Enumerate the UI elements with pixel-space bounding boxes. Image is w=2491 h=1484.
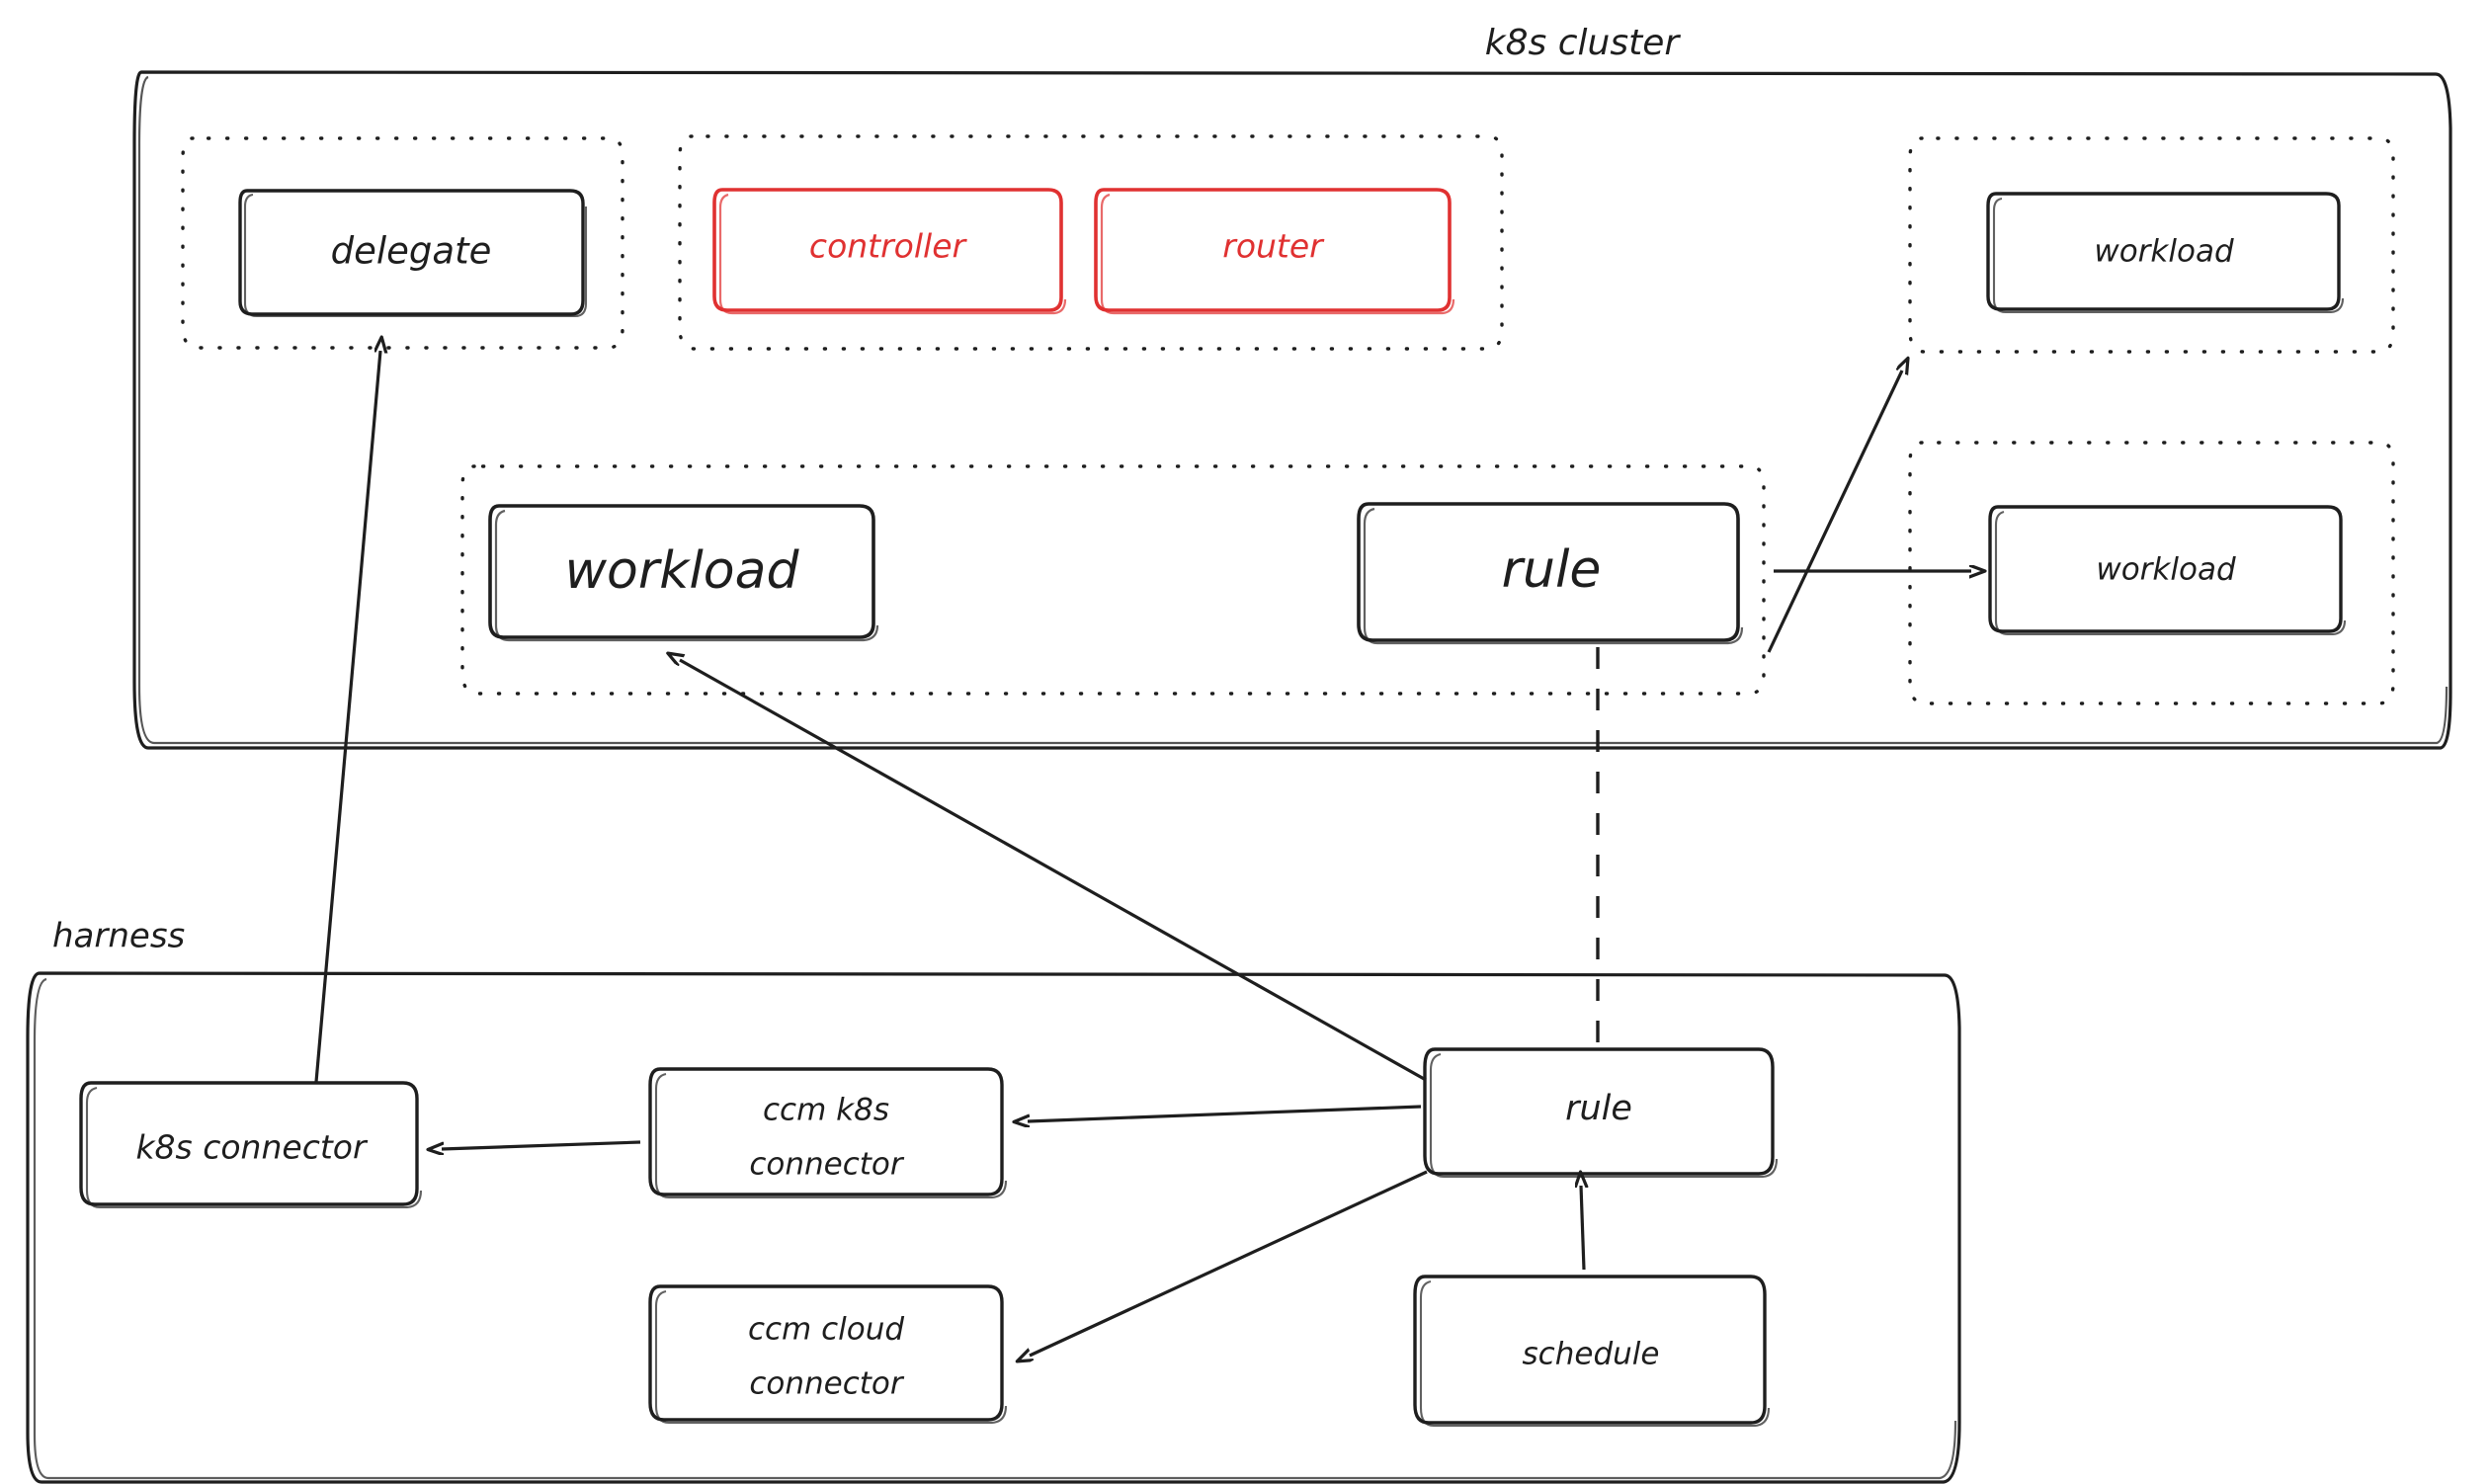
workload-bottom-right-group xyxy=(1908,441,2395,705)
workload-top-right-node[interactable]: workload xyxy=(1986,192,2345,314)
schedule-node[interactable]: schedule xyxy=(1413,1275,1771,1428)
edge-harness-rule-to-ccm-k8s xyxy=(1028,1105,1422,1121)
delegate-node[interactable]: delegate xyxy=(238,189,588,318)
workload-bottom-right-node[interactable]: workload xyxy=(1988,505,2347,636)
ccm-k8s-connector-label-line1: ccm k8s xyxy=(763,1093,889,1128)
workload-top-right-label: workload xyxy=(2094,234,2234,270)
workload-main-node[interactable]: workload xyxy=(488,504,879,642)
schedule-label: schedule xyxy=(1523,1337,1660,1372)
ccm-cloud-connector-node[interactable]: ccm cloud connector xyxy=(648,1284,1008,1425)
edge-k8s-rule-to-workload-topright xyxy=(1767,371,1902,653)
router-node[interactable]: router xyxy=(1094,188,1455,315)
ccm-cloud-connector-label-line1: ccm cloud xyxy=(748,1312,904,1348)
workload-bottom-right-label: workload xyxy=(2096,552,2236,588)
harness-container xyxy=(26,971,1961,1484)
k8s-rule-node[interactable]: rule xyxy=(1357,502,1744,645)
k8s-connector-label: k8s connector xyxy=(135,1128,369,1167)
harness-label: harness xyxy=(52,917,185,956)
workload-top-right-group xyxy=(1908,136,2395,354)
ccm-k8s-connector-label-line2: connector xyxy=(749,1147,905,1183)
edge-harness-rule-to-k8s-workload xyxy=(680,660,1427,1082)
workload-rule-group xyxy=(460,464,1766,696)
router-label: router xyxy=(1222,227,1325,266)
controller-label: controller xyxy=(809,227,968,266)
harness-rule-node[interactable]: rule xyxy=(1423,1047,1779,1179)
ccm-k8s-connector-node[interactable]: ccm k8s connector xyxy=(648,1067,1008,1199)
k8s-cluster-container xyxy=(132,70,2452,750)
edge-harness-rule-to-ccm-cloud xyxy=(1030,1170,1428,1356)
edge-schedule-to-harness-rule xyxy=(1581,1186,1584,1271)
delegate-label: delegate xyxy=(331,230,492,273)
workload-main-label: workload xyxy=(565,541,800,601)
controller-router-group xyxy=(678,134,1504,351)
ccm-cloud-connector-label-line2: connector xyxy=(749,1366,905,1402)
edge-ccmk8s-to-k8sconnector xyxy=(442,1140,641,1149)
k8s-rule-label: rule xyxy=(1502,540,1602,600)
delegate-group xyxy=(181,136,624,350)
controller-node[interactable]: controller xyxy=(712,188,1067,315)
harness-rule-label: rule xyxy=(1565,1089,1632,1128)
k8s-connector-node[interactable]: k8s connector xyxy=(79,1081,423,1209)
edge-k8sconnector-to-delegate xyxy=(314,351,380,1083)
k8s-cluster-label: k8s cluster xyxy=(1485,23,1682,63)
